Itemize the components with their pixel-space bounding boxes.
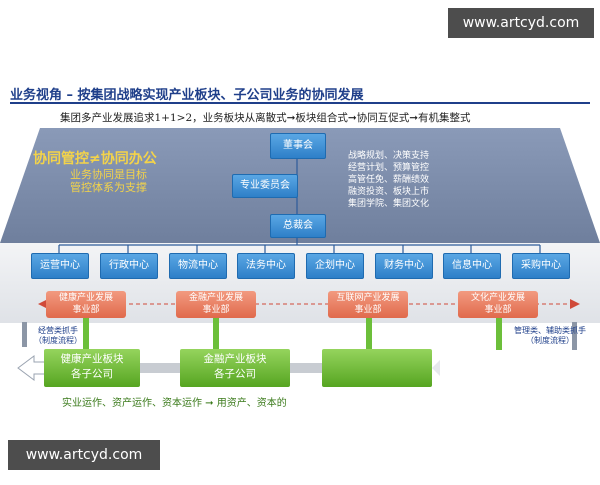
segment-finance-line2: 各子公司 bbox=[214, 368, 256, 380]
page-title: 业务视角 – 按集团战略实现产业板块、子公司业务的协同发展 bbox=[10, 88, 364, 103]
dept-finance: 财务中心 bbox=[375, 253, 433, 279]
segment-health: 健康产业板块 各子公司 bbox=[44, 349, 140, 387]
watermark-bottom: www.artcyd.com bbox=[8, 440, 160, 470]
control-title: 协同管控≠协同办公 bbox=[33, 151, 157, 167]
dept-operations: 运营中心 bbox=[31, 253, 89, 279]
committee-box: 专业委员会 bbox=[232, 174, 298, 198]
segment-health-line1: 健康产业板块 bbox=[60, 353, 124, 365]
right-note: 管理类、辅助类抓手 （制度流程） bbox=[508, 326, 592, 346]
dept-procurement: 采购中心 bbox=[512, 253, 570, 279]
dept-planning: 企划中心 bbox=[306, 253, 364, 279]
bu-finance-line1: 金融产业发展 bbox=[188, 293, 243, 303]
function-item: 集团学院、集团文化 bbox=[348, 199, 430, 209]
hierarchy-band bbox=[0, 128, 600, 243]
left-note: 经营类抓手 （制度流程） bbox=[33, 326, 83, 346]
bu-health: 健康产业发展 事业部 bbox=[46, 291, 126, 318]
title-underline bbox=[10, 102, 590, 104]
control-line-1: 业务协同是目标 bbox=[70, 168, 147, 181]
bu-finance: 金融产业发展 事业部 bbox=[176, 291, 256, 318]
left-note-line1: 经营类抓手 bbox=[38, 326, 78, 335]
right-note-line1: 管理类、辅助类抓手 bbox=[514, 326, 586, 335]
bu-internet: 互联网产业发展 事业部 bbox=[328, 291, 408, 318]
page-subtitle: 集团多产业发展追求1+1>2，业务板块从离散式➞板块组合式➞协同互促式➞有机集整… bbox=[60, 112, 471, 124]
function-item: 高管任免、薪酬绩效 bbox=[348, 175, 430, 185]
segment-finance: 金融产业板块 各子公司 bbox=[180, 349, 290, 387]
segment-third bbox=[322, 349, 432, 387]
footer-note: 实业运作、资产运作、资本运作 ➞ 用资产、资本的 bbox=[62, 398, 287, 409]
dept-logistics: 物流中心 bbox=[169, 253, 227, 279]
bu-culture: 文化产业发展 事业部 bbox=[458, 291, 538, 318]
dept-administration: 行政中心 bbox=[100, 253, 158, 279]
left-note-line2: （制度流程） bbox=[34, 336, 82, 345]
segment-finance-line1: 金融产业板块 bbox=[203, 353, 267, 365]
board-box: 董事会 bbox=[270, 133, 326, 159]
right-note-line2: （制度流程） bbox=[526, 336, 574, 345]
segment-health-line2: 各子公司 bbox=[71, 368, 113, 380]
function-item: 战略规划、决策支持 bbox=[348, 151, 430, 161]
president-box: 总裁会 bbox=[270, 214, 326, 238]
dept-legal: 法务中心 bbox=[237, 253, 295, 279]
watermark-top: www.artcyd.com bbox=[448, 8, 594, 38]
bu-culture-line2: 事业部 bbox=[484, 305, 512, 315]
control-line-2: 管控体系为支撑 bbox=[70, 181, 147, 194]
bu-culture-line1: 文化产业发展 bbox=[470, 293, 525, 303]
bu-finance-line2: 事业部 bbox=[202, 305, 230, 315]
dept-information: 信息中心 bbox=[443, 253, 501, 279]
function-item: 经营计划、预算管控 bbox=[348, 163, 430, 173]
bu-internet-line2: 事业部 bbox=[354, 305, 382, 315]
bu-health-line1: 健康产业发展 bbox=[58, 293, 113, 303]
function-item: 融资投资、板块上市 bbox=[348, 187, 430, 197]
bu-health-line2: 事业部 bbox=[72, 305, 100, 315]
bu-internet-line1: 互联网产业发展 bbox=[336, 293, 400, 303]
